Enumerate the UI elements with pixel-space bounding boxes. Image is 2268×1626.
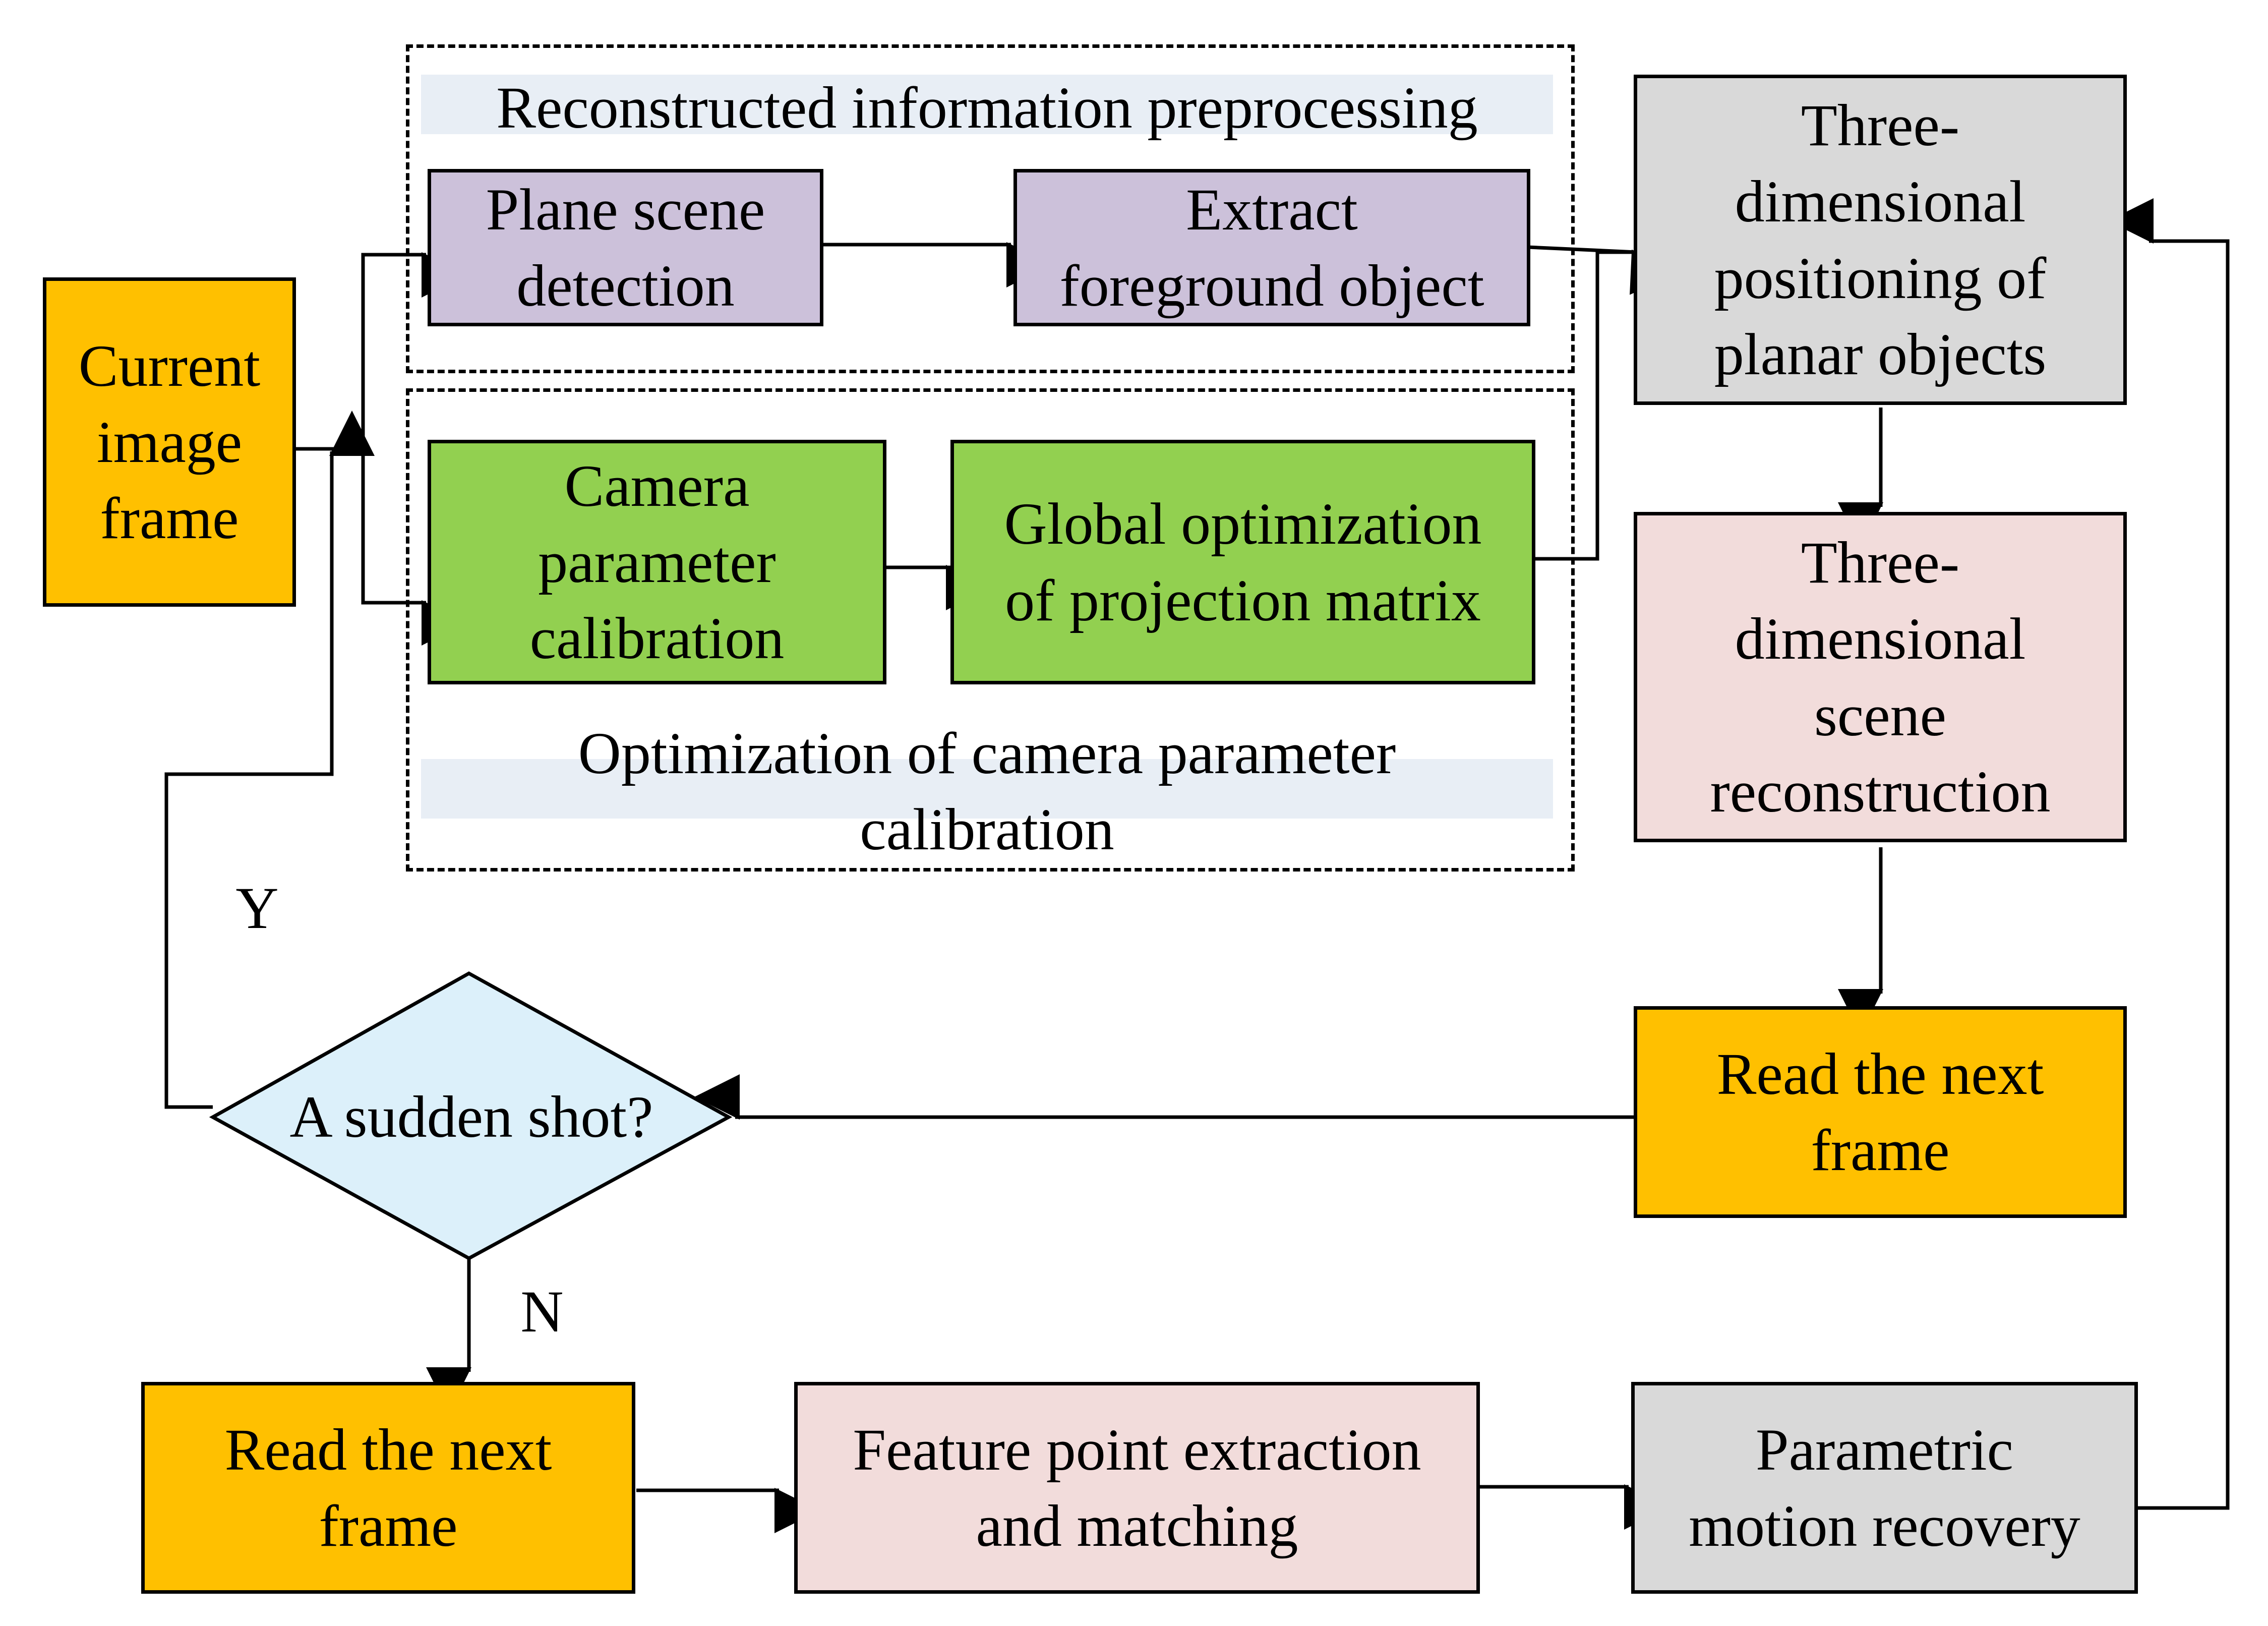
node-feature-point-extraction: Feature point extraction and matching (794, 1382, 1480, 1594)
edge-motion-to-positioning (2108, 198, 2230, 1510)
edge-label-yes: Y (235, 875, 279, 941)
edge-decision-yes-loop (164, 411, 375, 1109)
connectors (164, 198, 2230, 1533)
node-positioning-planar-objects-label: Three- dimensional positioning of planar… (1714, 92, 2047, 387)
node-read-next-frame-right: Read the next frame (1634, 1006, 2127, 1218)
node-extract-foreground-label: Extract foreground object (1059, 176, 1484, 319)
node-current-image-frame-label: Current image frame (78, 332, 261, 552)
node-camera-parameter-calibration-label: Camera parameter calibration (529, 452, 785, 672)
node-read-next-frame-left: Read the next frame (141, 1382, 635, 1594)
edge-label-no: N (520, 1279, 564, 1345)
node-scene-reconstruction-label: Three- dimensional scene reconstruction (1710, 530, 2051, 825)
node-global-optimization-label: Global optimization of projection matrix (1004, 491, 1482, 633)
node-parametric-motion-recovery: Parametric motion recovery (1631, 1382, 2138, 1594)
group-band-calibration (421, 759, 1553, 819)
node-feature-point-extraction-label: Feature point extraction and matching (853, 1416, 1421, 1559)
node-positioning-planar-objects: Three- dimensional positioning of planar… (1634, 75, 2127, 405)
node-global-optimization: Global optimization of projection matrix (950, 440, 1535, 684)
group-label-preprocessing: Reconstructed information preprocessing (496, 75, 1478, 141)
node-parametric-motion-recovery-label: Parametric motion recovery (1689, 1416, 2080, 1559)
node-plane-scene-detection-label: Plane scene detection (486, 176, 765, 319)
group-band-preprocessing (421, 75, 1553, 134)
group-label-calibration: Optimization of camera parameter calibra… (578, 720, 1396, 863)
group-reconstructed-preprocessing (406, 44, 1575, 373)
node-scene-reconstruction: Three- dimensional scene reconstruction (1634, 512, 2127, 842)
node-plane-scene-detection: Plane scene detection (428, 169, 823, 326)
group-camera-calibration-optimization (406, 388, 1575, 872)
node-read-next-frame-right-label: Read the next frame (1716, 1040, 2044, 1183)
node-current-image-frame: Current image frame (43, 277, 296, 607)
node-sudden-shot-label: A sudden shot? (289, 1084, 653, 1150)
node-extract-foreground: Extract foreground object (1013, 169, 1530, 326)
node-read-next-frame-left-label: Read the next frame (224, 1416, 552, 1559)
decision-diamond (209, 971, 733, 1260)
node-camera-parameter-calibration: Camera parameter calibration (428, 440, 886, 684)
edge-split-to-plane-detection (361, 252, 467, 449)
edge-global-to-positioning (1533, 250, 1636, 561)
edge-split-to-camera-calibration (361, 449, 467, 646)
